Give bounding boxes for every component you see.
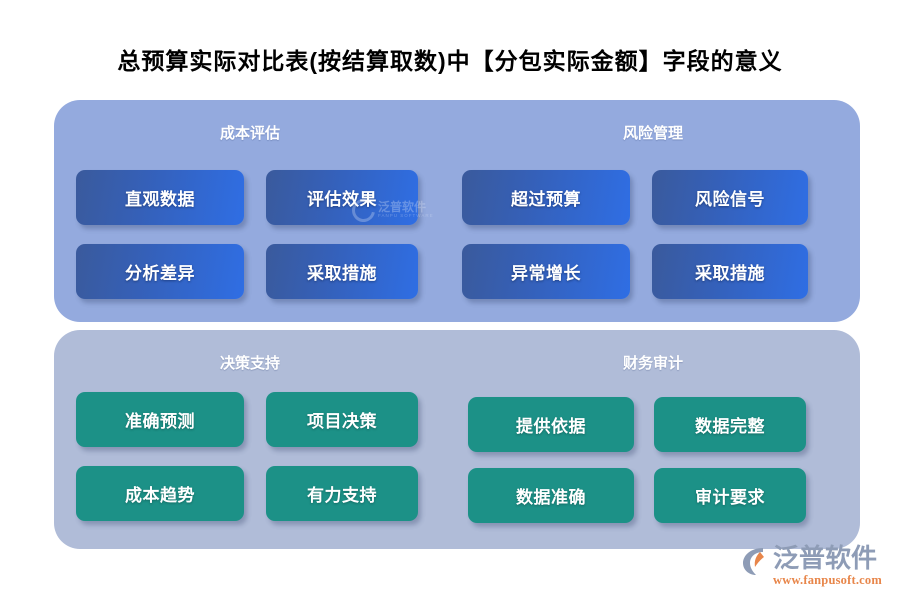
card-tigong-yiju[interactable]: 提供依据 <box>468 397 634 452</box>
card-xiangmu-juece[interactable]: 项目决策 <box>266 392 418 447</box>
group-title-decision-support: 决策支持 <box>219 355 280 372</box>
card-youli-zhichi[interactable]: 有力支持 <box>266 466 418 521</box>
card-caiqu-cuoshi-1[interactable]: 采取措施 <box>266 244 418 299</box>
fanpu-logo-icon <box>741 546 769 576</box>
card-zhunque-yuce[interactable]: 准确预测 <box>76 392 244 447</box>
card-shuju-zhunque[interactable]: 数据准确 <box>468 468 634 523</box>
card-fenxi-chayi[interactable]: 分析差异 <box>76 244 244 299</box>
brand-text: 泛普软件 www.fanpusoft.com <box>773 545 882 587</box>
group-title-cost-evaluation: 成本评估 <box>219 125 280 142</box>
card-zhiguan-shuju[interactable]: 直观数据 <box>76 170 244 225</box>
brand-url: www.fanpusoft.com <box>773 572 882 587</box>
group-title-risk-management: 风险管理 <box>622 125 683 142</box>
card-shuju-wanzheng[interactable]: 数据完整 <box>654 397 806 452</box>
brand-logo: 泛普软件 www.fanpusoft.com <box>741 545 882 587</box>
card-yichang-zengzhang[interactable]: 异常增长 <box>462 244 630 299</box>
card-pinggu-xiaoguo[interactable]: 评估效果 <box>266 170 418 225</box>
group-title-financial-audit: 财务审计 <box>622 355 683 372</box>
card-chaoguo-yusuan[interactable]: 超过预算 <box>462 170 630 225</box>
card-caiqu-cuoshi-2[interactable]: 采取措施 <box>652 244 808 299</box>
card-chengben-qushi[interactable]: 成本趋势 <box>76 466 244 521</box>
card-fengxian-xinhao[interactable]: 风险信号 <box>652 170 808 225</box>
card-shenji-yaoqiu[interactable]: 审计要求 <box>654 468 806 523</box>
brand-name: 泛普软件 <box>773 542 878 573</box>
page-title: 总预算实际对比表(按结算取数)中【分包实际金额】字段的意义 <box>117 48 783 74</box>
